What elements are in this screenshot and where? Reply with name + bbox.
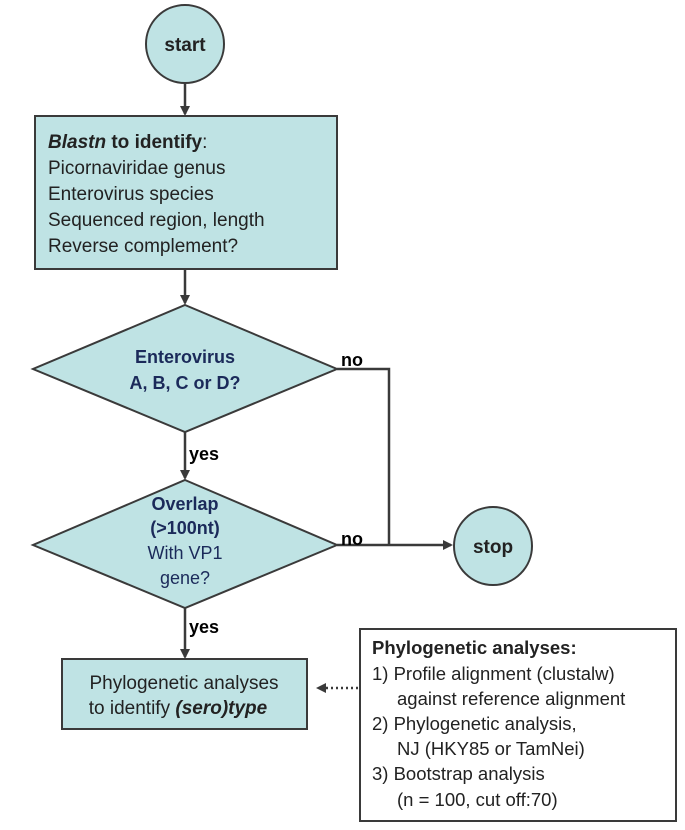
edge-label-yes-2: yes bbox=[189, 617, 219, 637]
note-line-6: (n = 100, cut off:70) bbox=[397, 789, 558, 810]
phylo-line1: Phylogenetic analyses bbox=[89, 673, 278, 694]
note-line-3: 2) Phylogenetic analysis, bbox=[372, 713, 577, 734]
blastn-line-genus: Picornaviridae genus bbox=[48, 158, 225, 179]
stop-label: stop bbox=[473, 537, 513, 558]
decision-overlap-line1: Overlap bbox=[151, 494, 218, 514]
decision-overlap: Overlap (>100nt) With VP1 gene? bbox=[30, 478, 340, 610]
note-line-5: 3) Bootstrap analysis bbox=[372, 763, 545, 784]
decision-overlap-line3: With VP1 bbox=[147, 543, 222, 563]
blastn-title-italic: Blastn bbox=[48, 132, 106, 153]
decision-enterovirus-line1: Enterovirus bbox=[135, 347, 235, 367]
note-line-2: against reference alignment bbox=[397, 688, 625, 709]
start-node: start bbox=[145, 4, 225, 84]
phylo-line2: to identify (sero)type bbox=[89, 698, 268, 719]
note-line-1: 1) Profile alignment (clustalw) bbox=[372, 663, 615, 684]
phylogenetic-analyses-note: Phylogenetic analyses: 1) Profile alignm… bbox=[359, 628, 677, 822]
stop-node: stop bbox=[453, 506, 533, 586]
decision-enterovirus: Enterovirus A, B, C or D? bbox=[30, 303, 340, 434]
blastn-line-region: Sequenced region, length bbox=[48, 210, 265, 231]
phylo-line2-plain: to identify bbox=[89, 698, 176, 719]
blastn-title-colon: : bbox=[202, 132, 207, 153]
blastn-line-species: Enterovirus species bbox=[48, 184, 214, 205]
phylo-line2-italic: (sero)type bbox=[175, 698, 267, 719]
edge-label-no-2: no bbox=[341, 529, 363, 549]
decision-enterovirus-line2: A, B, C or D? bbox=[130, 373, 241, 393]
note-line-4: NJ (HKY85 or TamNei) bbox=[397, 738, 585, 759]
edge-label-yes-1: yes bbox=[189, 444, 219, 464]
blastn-process-box: Blastn to identify: Picornaviridae genus… bbox=[34, 115, 338, 270]
phylo-process-box: Phylogenetic analyses to identify (sero)… bbox=[61, 658, 308, 730]
note-title: Phylogenetic analyses: bbox=[372, 637, 577, 658]
decision-overlap-line2: (>100nt) bbox=[150, 518, 220, 538]
blastn-title-bold: to identify bbox=[106, 132, 202, 153]
decision-overlap-line4: gene? bbox=[160, 568, 210, 588]
edge-decision1-no bbox=[337, 367, 391, 545]
edge-label-no-1: no bbox=[341, 350, 363, 370]
start-label: start bbox=[164, 35, 206, 56]
blastn-line-reverse: Reverse complement? bbox=[48, 236, 238, 257]
blastn-title: Blastn to identify: bbox=[48, 132, 207, 153]
